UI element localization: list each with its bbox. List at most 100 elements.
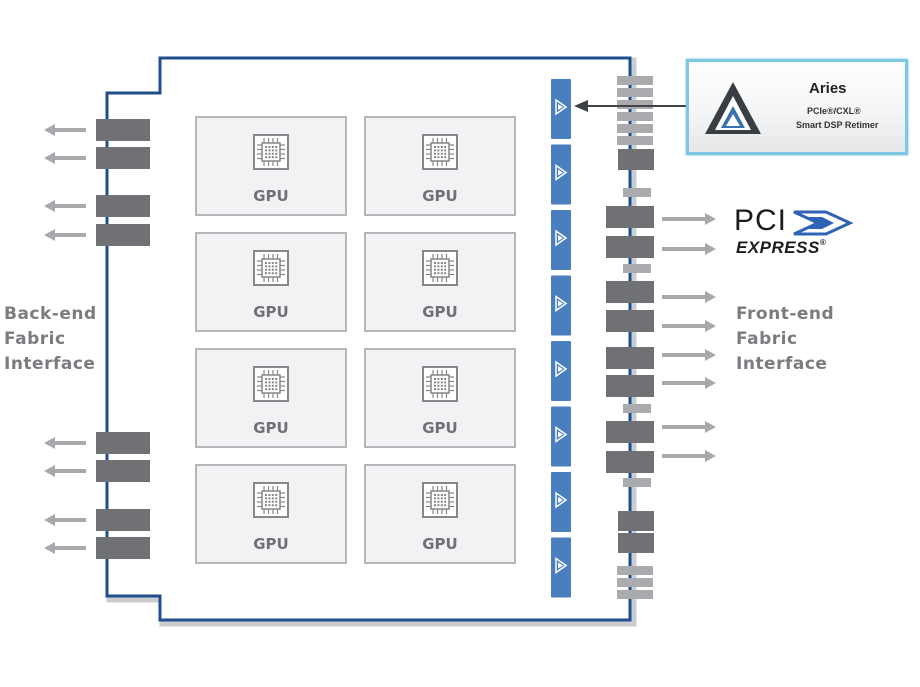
retimer-block: [551, 210, 571, 270]
front-end-arrow: [662, 243, 716, 255]
front-end-connector-rib: [623, 478, 651, 487]
gpu-label: GPU: [422, 303, 458, 321]
back-end-fabric-label: Back-end Fabric Interface: [4, 302, 97, 377]
aries-subtitle-2: Smart DSP Retimer: [796, 120, 879, 130]
front-end-connector-rib: [617, 136, 653, 145]
back-end-connector: [96, 195, 150, 217]
gpu-label: GPU: [253, 303, 289, 321]
pcie-logo-express-word: EXPRESS: [736, 238, 820, 257]
front-end-arrow: [662, 377, 716, 389]
front-end-label-line-1: Front-end: [736, 304, 835, 324]
front-end-fabric-label: Front-end Fabric Interface: [736, 302, 834, 377]
front-end-connector-rib: [617, 578, 653, 587]
front-end-connector-rib: [623, 404, 651, 413]
front-end-connector: [606, 421, 654, 443]
retimer-block: [551, 537, 571, 598]
retimer-triangle-inner: [558, 366, 563, 372]
retimer-body: [551, 472, 571, 532]
retimer-triangle-icon: [555, 229, 568, 247]
back-end-connector: [96, 119, 150, 141]
front-end-connector: [606, 281, 654, 303]
retimer-block: [551, 472, 571, 532]
connectors: [96, 76, 654, 599]
back-end-connector: [96, 509, 150, 531]
front-end-label-line-2: Fabric: [736, 329, 798, 349]
front-end-arrow: [662, 213, 716, 225]
gpu-card: GPU: [195, 116, 347, 216]
aries-retimer-card: Aries PCIe®/CXL® Smart DSP Retimer: [686, 59, 908, 155]
back-end-connector: [96, 147, 150, 169]
retimer-triangle-inner: [558, 235, 563, 241]
retimer-triangle-inner: [558, 104, 563, 110]
gpu-card: GPU: [364, 348, 516, 448]
front-end-connector: [606, 206, 654, 228]
gpu-label: GPU: [422, 187, 458, 205]
front-end-connector: [618, 149, 654, 170]
gpu-label: GPU: [253, 187, 289, 205]
retimer-body: [551, 537, 571, 598]
back-end-arrow: [44, 229, 86, 241]
retimer-block: [551, 144, 571, 205]
retimer-block: [551, 406, 571, 467]
front-end-arrow: [662, 320, 716, 332]
pcie-logo-pci-text: PCI: [734, 204, 788, 237]
front-end-arrow: [662, 349, 716, 361]
gpu-card: GPU: [195, 464, 347, 564]
front-end-connector-rib: [617, 112, 653, 121]
chip-icon: [253, 134, 289, 170]
gpu-label: GPU: [253, 419, 289, 437]
gpu-card: GPU: [364, 116, 516, 216]
retimer-triangle-icon: [555, 426, 568, 443]
gpu-card: GPU: [195, 348, 347, 448]
gpu-card: GPU: [364, 464, 516, 564]
retimer-triangle-icon: [555, 557, 568, 574]
front-end-connector-rib: [617, 100, 653, 109]
retimer-column: [551, 79, 571, 598]
chip-icon: [253, 250, 289, 286]
gpu-card: GPU: [195, 232, 347, 332]
front-end-connector-rib: [617, 590, 653, 599]
retimer-triangle-icon: [555, 98, 568, 116]
aries-subtitle-1: PCIe®/CXL®: [807, 106, 861, 116]
retimer-block: [551, 79, 571, 139]
retimer-triangle-inner: [558, 431, 563, 438]
gpu-card: GPU: [364, 232, 516, 332]
retimer-body: [551, 275, 571, 336]
back-end-arrow: [44, 542, 86, 554]
pci-express-logo: PCI EXPRESS®: [734, 204, 856, 260]
retimer-body: [551, 79, 571, 139]
front-end-connector-rib: [623, 188, 651, 197]
front-end-arrow: [662, 421, 716, 433]
retimer-body: [551, 210, 571, 270]
chip-icon: [253, 366, 289, 402]
front-end-connector: [606, 236, 654, 258]
front-end-connector-rib: [623, 264, 651, 273]
front-end-connector: [618, 533, 654, 553]
gpu-label: GPU: [422, 535, 458, 553]
back-end-label-line-2: Fabric: [4, 329, 66, 349]
back-end-label-line-3: Interface: [4, 354, 96, 374]
retimer-triangle-inner: [558, 497, 563, 503]
pcie-logo-registered-mark: ®: [819, 238, 827, 247]
front-end-connector-rib: [617, 88, 653, 97]
back-end-arrow: [44, 514, 86, 526]
back-end-label-line-1: Back-end: [4, 304, 97, 324]
front-end-connector: [606, 310, 654, 332]
aries-title: Aries: [809, 80, 847, 97]
aries-pointer-arrow: [574, 100, 688, 112]
pcie-chevron-icon: [793, 210, 854, 236]
back-end-arrow: [44, 465, 86, 477]
retimer-body: [551, 341, 571, 401]
aries-triangle-logo-icon: [705, 82, 761, 134]
retimer-triangle-inner: [558, 562, 563, 569]
gpu-card-box: [195, 464, 347, 564]
back-end-connector: [96, 537, 150, 559]
retimer-triangle-inner: [558, 169, 563, 176]
retimer-triangle-icon: [555, 360, 568, 378]
front-end-connector: [618, 511, 654, 531]
back-end-arrow: [44, 124, 86, 136]
arrows: [44, 100, 716, 554]
front-end-arrow: [662, 291, 716, 303]
